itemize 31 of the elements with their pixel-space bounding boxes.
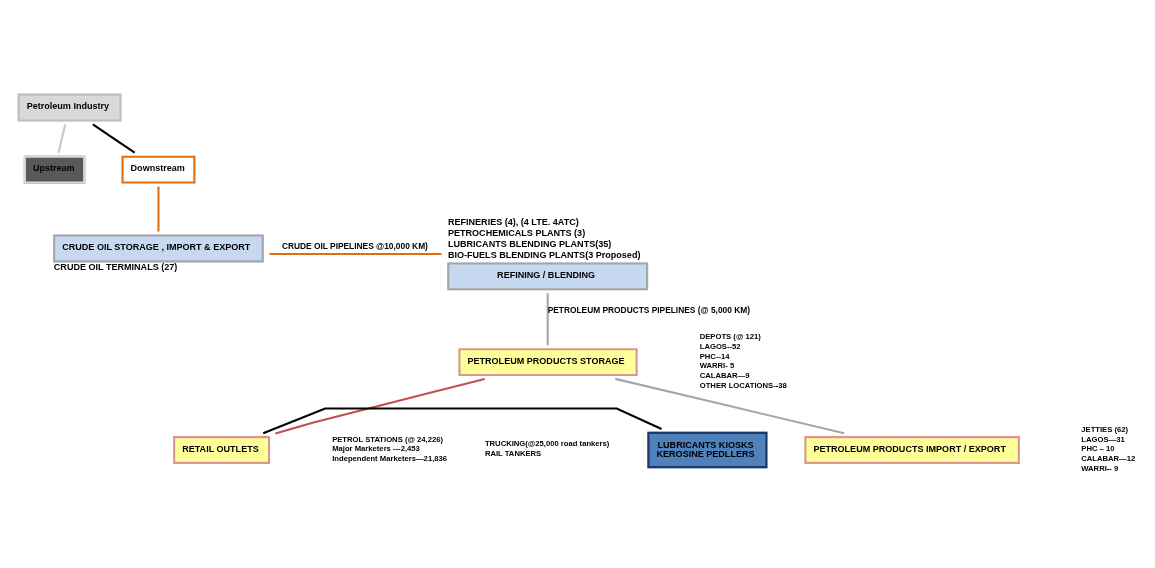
connector bbox=[262, 407, 662, 435]
label: CALABAR—12 bbox=[1081, 454, 1136, 464]
label: PHC – 10 bbox=[1081, 444, 1115, 454]
node-label: LUBRICANTS BLENDING PLANTS(35) bbox=[447, 239, 612, 250]
connector bbox=[157, 186, 160, 232]
node-label: PETROCHEMICALS PLANTS (3) bbox=[447, 228, 586, 239]
label: PHC--14 bbox=[699, 351, 730, 361]
node-label: CRUDE OIL TERMINALS (27) bbox=[53, 261, 178, 272]
label: LAGOS—31 bbox=[1081, 434, 1125, 444]
connector bbox=[546, 293, 549, 346]
connector bbox=[269, 252, 442, 256]
edge-label: PETROLEUM PRODUCTS PIPELINES (@ 5,000 KM) bbox=[547, 305, 750, 316]
label: DEPOTS (@ 121) bbox=[699, 331, 761, 341]
label: JETTIES (62) bbox=[1081, 424, 1129, 434]
connector bbox=[92, 123, 136, 154]
label: CALABAR—9 bbox=[699, 371, 750, 381]
node-label: BIO-FUELS BLENDING PLANTS(3 Proposed) bbox=[447, 250, 641, 261]
connector bbox=[615, 377, 845, 435]
label: RAIL TANKERS bbox=[484, 449, 542, 459]
label: WARRI-- 9 bbox=[1081, 463, 1119, 473]
label: Major Marketers ---2,453 bbox=[332, 444, 420, 454]
label: OTHER LOCATIONS--38 bbox=[699, 380, 787, 390]
label: LAGOS--52 bbox=[699, 341, 741, 351]
label: TRUCKING(@25,000 road tankers) bbox=[484, 439, 610, 449]
label: WARRI- 5 bbox=[699, 361, 735, 371]
label: PETROL STATIONS (@ 24,226) bbox=[332, 434, 444, 444]
edge-label: CRUDE OIL PIPELINES @10,000 KM) bbox=[281, 240, 428, 251]
node-label: REFINERIES (4), (4 LTE. 4ATC) bbox=[447, 216, 579, 227]
label: Independent Marketers—21,836 bbox=[332, 454, 448, 464]
connector bbox=[57, 124, 67, 154]
connector bbox=[275, 377, 485, 435]
